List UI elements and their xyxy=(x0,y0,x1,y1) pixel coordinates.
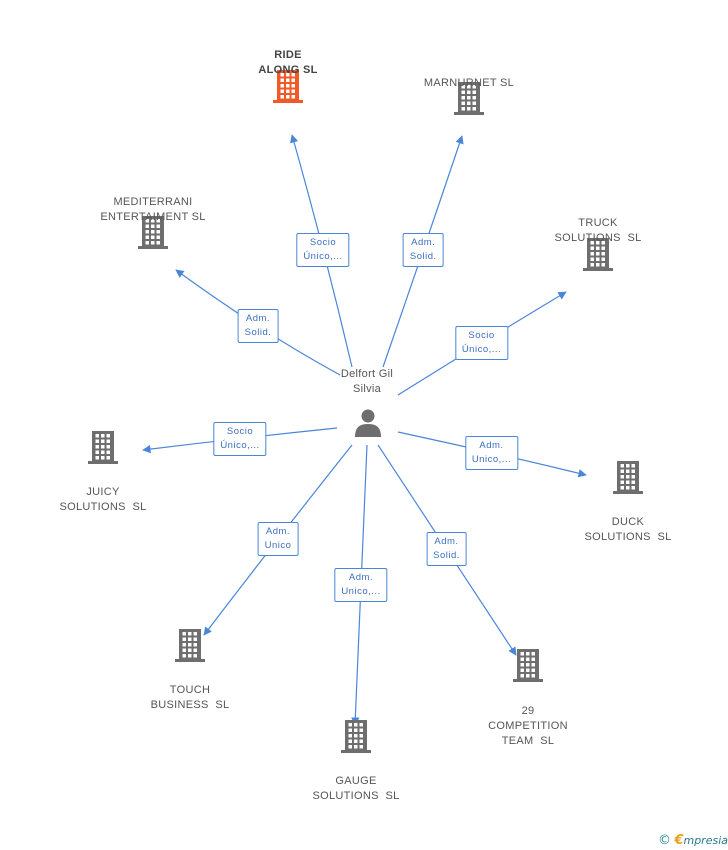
company-label-truck[interactable]: TRUCK SOLUTIONS SL xyxy=(554,217,642,244)
building-icon-marnurnet[interactable] xyxy=(454,81,484,120)
brand-logo-initial: € xyxy=(674,833,684,848)
role-line2: Único,... xyxy=(461,344,502,356)
building-icon-juicy[interactable] xyxy=(88,430,118,469)
company-label-ride-along[interactable]: RIDE ALONG SL xyxy=(258,49,318,76)
role-line1: Adm. xyxy=(265,526,291,537)
role-label-touch[interactable]: Adm. Unico xyxy=(257,522,299,556)
role-label-mediterrani[interactable]: Adm. Solid. xyxy=(237,309,279,344)
role-line1: Socio xyxy=(309,236,337,248)
company-label-competition[interactable]: 29 COMPETITION TEAM SL xyxy=(488,705,568,747)
center-name-line2: Silvia xyxy=(352,383,382,395)
role-line1: Adm. xyxy=(245,313,271,325)
role-label-competition[interactable]: Adm. Solid. xyxy=(426,532,467,566)
company-label-mediterrani[interactable]: MEDITERRANI ENTERTAIMENT SL xyxy=(100,196,206,223)
building-icon-truck[interactable] xyxy=(583,237,613,276)
company-label-duck[interactable]: DUCK SOLUTIONS SL xyxy=(584,516,672,543)
role-line1: Socio xyxy=(468,330,495,342)
person-icon[interactable] xyxy=(354,408,382,438)
role-label-marnurnet[interactable]: Adm. Solid. xyxy=(402,233,444,268)
role-line1: Adm. xyxy=(434,536,459,547)
role-line2: Solid. xyxy=(244,327,272,339)
building-icon-ride-along[interactable] xyxy=(273,69,303,108)
building-icon-touch[interactable] xyxy=(175,628,205,667)
building-icon-duck[interactable] xyxy=(613,460,643,499)
company-label-juicy[interactable]: JUICY SOLUTIONS SL xyxy=(59,486,147,513)
role-label-gauge[interactable]: Adm. Unico,... xyxy=(334,567,388,602)
center-person-label[interactable]: Delfort Gil Silvia xyxy=(341,367,393,397)
role-line1: Adm. xyxy=(479,439,504,451)
company-label-touch[interactable]: TOUCH BUSINESS SL xyxy=(150,684,230,711)
company-label-marnurnet[interactable]: MARNURNET SL xyxy=(423,77,515,89)
footer-brand: © €mpresia xyxy=(658,833,728,848)
role-line2: Solid. xyxy=(409,251,437,263)
role-line2: Unico,... xyxy=(341,585,381,597)
role-line2: Unico xyxy=(264,540,292,551)
role-label-duck[interactable]: Adm. Unico,... xyxy=(464,435,519,470)
building-icon-competition[interactable] xyxy=(513,648,543,687)
role-line2: Único,... xyxy=(220,439,260,451)
copyright-icon: © xyxy=(657,833,671,848)
company-label-gauge[interactable]: GAUGE SOLUTIONS SL xyxy=(312,775,400,802)
role-line1: Adm. xyxy=(348,571,374,583)
center-name-line1: Delfort Gil xyxy=(340,368,394,380)
role-line1: Socio xyxy=(226,425,254,437)
building-icon-gauge[interactable] xyxy=(341,719,371,758)
role-line2: Único,... xyxy=(303,250,343,262)
role-line2: Solid. xyxy=(433,550,460,561)
building-icon-mediterrani[interactable] xyxy=(138,215,168,254)
role-line2: Unico,... xyxy=(471,453,512,465)
role-line1: Adm. xyxy=(411,237,436,249)
brand-name: mpresia xyxy=(683,834,728,847)
